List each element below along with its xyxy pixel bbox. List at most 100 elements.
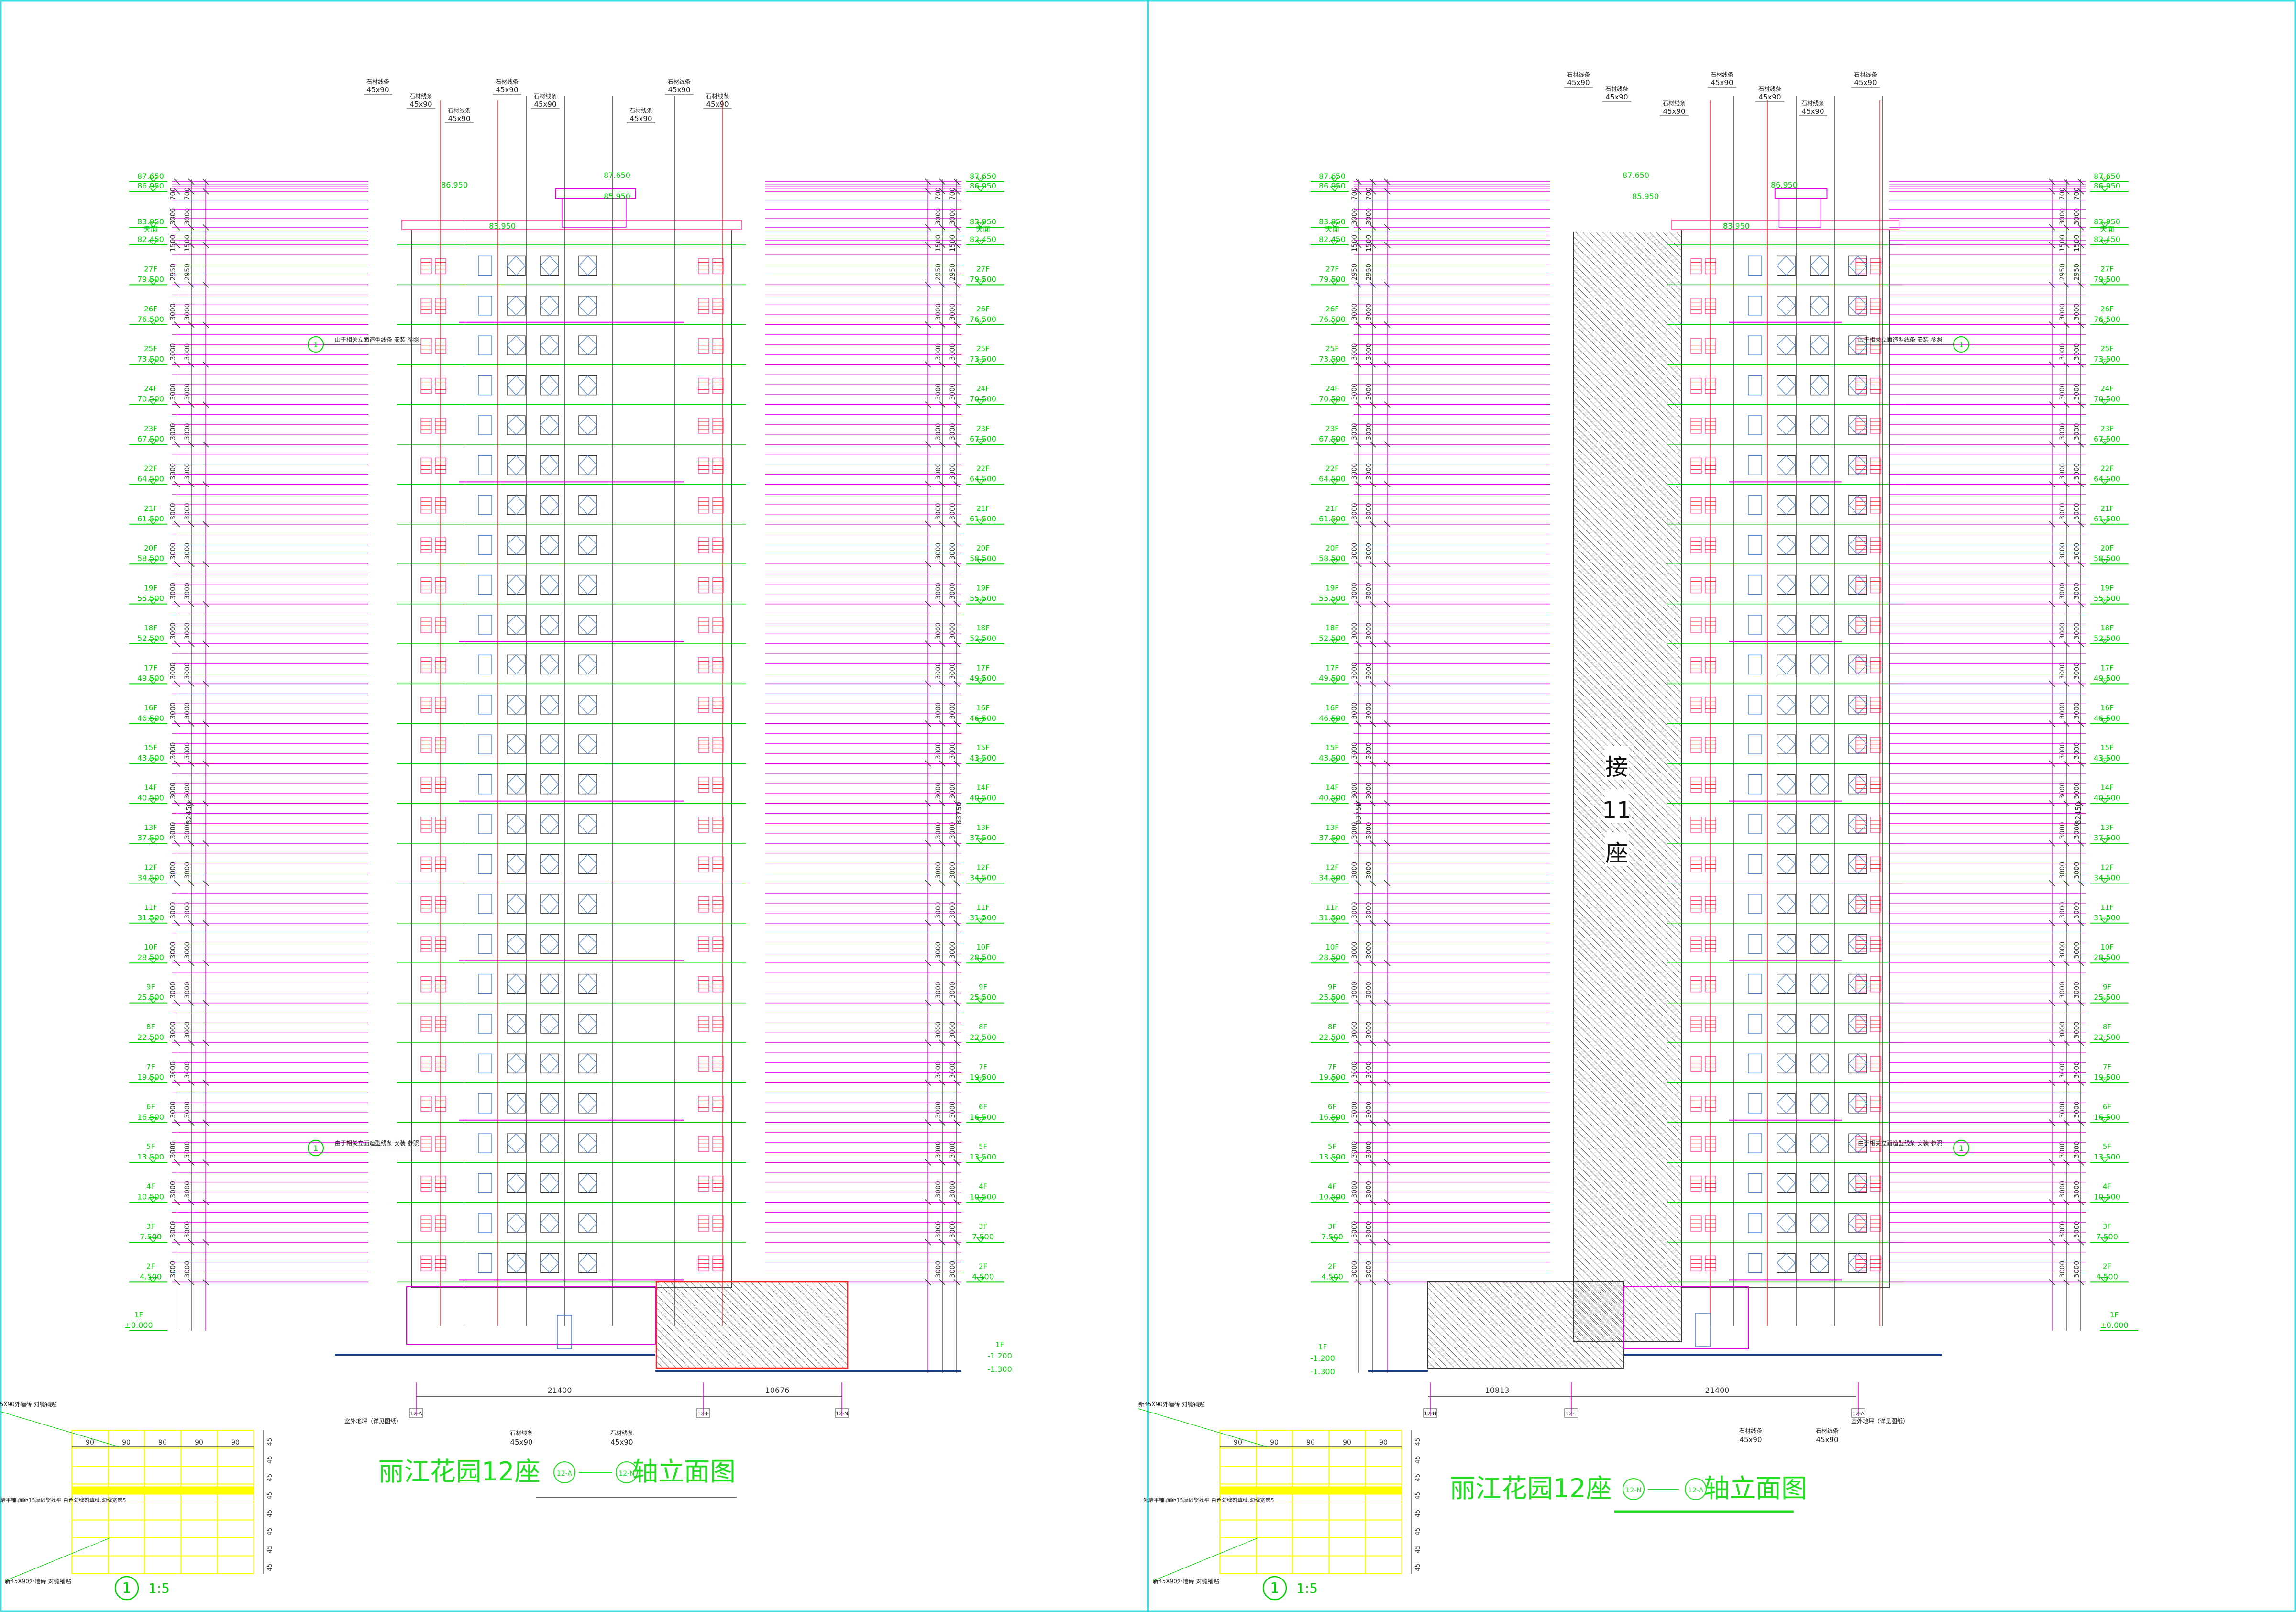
window-pattern bbox=[1848, 814, 1867, 834]
elevation-label: 58.500 bbox=[2094, 554, 2120, 563]
window-pattern bbox=[1777, 774, 1796, 795]
elevation-label: 16.500 bbox=[970, 1113, 996, 1122]
hatch-line bbox=[1427, 1314, 1482, 1369]
dimension-tick bbox=[939, 481, 946, 487]
hatch-line bbox=[1573, 250, 1682, 358]
hatch-line bbox=[1535, 1281, 1623, 1369]
floor-label: 11F bbox=[2100, 903, 2114, 912]
dimension-tick bbox=[925, 521, 931, 528]
hatch-line bbox=[1573, 518, 1682, 626]
dimension-value: 3000 bbox=[169, 303, 177, 320]
elevation-label: 7.500 bbox=[140, 1232, 162, 1241]
dimension-tick bbox=[1384, 601, 1391, 607]
elevation-label: 43.500 bbox=[2094, 753, 2120, 762]
window-pattern bbox=[540, 814, 559, 834]
level-marker-icon bbox=[976, 639, 985, 645]
dimension-value: 3000 bbox=[184, 862, 191, 879]
window bbox=[478, 415, 492, 435]
dimension-tick bbox=[188, 1079, 195, 1086]
hatch-line bbox=[1573, 866, 1682, 974]
dimension-tick bbox=[1384, 441, 1391, 448]
dimension-tick bbox=[1355, 1279, 1362, 1285]
hatch-line bbox=[737, 1281, 824, 1369]
hatch-line bbox=[1573, 645, 1682, 753]
dimension-tick bbox=[2077, 1079, 2084, 1086]
dimension-tick bbox=[1384, 401, 1391, 408]
level-marker-icon bbox=[1330, 177, 1339, 183]
dimension-tick bbox=[953, 800, 960, 807]
elevation-label: 52.500 bbox=[970, 634, 996, 643]
dimension-tick bbox=[939, 1079, 946, 1086]
level-marker-icon bbox=[148, 439, 158, 445]
dimension-tick bbox=[2077, 178, 2084, 185]
window-pattern bbox=[1777, 455, 1796, 475]
floor-label: 13F bbox=[976, 823, 990, 832]
total-height-label: 83750 bbox=[955, 802, 963, 825]
dimension-tick bbox=[174, 178, 180, 185]
elevation-label: 70.500 bbox=[2094, 395, 2120, 404]
dimension-tick bbox=[2049, 401, 2055, 408]
axis-tag-box bbox=[835, 1408, 849, 1418]
stone-callout-size: 45x90 bbox=[448, 114, 470, 123]
dimension-tick bbox=[2049, 1000, 2055, 1006]
elevation-label: 46.500 bbox=[137, 714, 164, 723]
dimension-value: 3000 bbox=[1351, 1221, 1358, 1238]
elevation-label: 64.500 bbox=[137, 474, 164, 483]
level-marker-icon bbox=[1330, 678, 1339, 685]
window bbox=[1748, 535, 1762, 555]
window-pattern bbox=[507, 615, 526, 635]
floor-label: 14F bbox=[144, 784, 157, 792]
dimension-value: 3000 bbox=[169, 503, 177, 520]
window-pattern bbox=[1848, 1093, 1867, 1114]
dimension-tick bbox=[188, 401, 195, 408]
window-pattern bbox=[540, 375, 559, 396]
hatch-line bbox=[1573, 531, 1682, 640]
dimension-value: 3000 bbox=[1351, 1061, 1358, 1079]
dimension-value: 45 bbox=[266, 1491, 274, 1500]
detail-leader bbox=[0, 1411, 120, 1447]
window-pattern bbox=[507, 375, 526, 396]
window-pattern bbox=[1777, 894, 1796, 914]
dimension-value: 3000 bbox=[1365, 742, 1373, 760]
dimension-tick bbox=[202, 601, 209, 607]
dimension-tick bbox=[188, 680, 195, 687]
window-pattern bbox=[1777, 615, 1796, 635]
dimension-value: 3000 bbox=[184, 583, 191, 600]
dimension-tick bbox=[2049, 441, 2055, 448]
hatch-line bbox=[771, 1281, 848, 1359]
level-marker-icon bbox=[148, 479, 158, 485]
elevation-label: 22.500 bbox=[1319, 1033, 1346, 1042]
dimension-value: 1500 bbox=[169, 235, 177, 252]
dimension-tick bbox=[2049, 601, 2055, 607]
window-pattern bbox=[540, 774, 559, 795]
dimension-value: 3000 bbox=[2073, 303, 2081, 320]
dimension-value: 3000 bbox=[935, 383, 942, 400]
hatch-line bbox=[804, 1281, 848, 1325]
dimension-value: 45 bbox=[1414, 1527, 1422, 1535]
dimension-value: 3000 bbox=[184, 1221, 191, 1238]
axis-tag-box bbox=[1564, 1408, 1578, 1418]
hatch-line bbox=[656, 1307, 717, 1369]
window bbox=[1748, 973, 1762, 994]
floor-label: 2F bbox=[1328, 1262, 1336, 1270]
window-pattern bbox=[1777, 1053, 1796, 1074]
level-marker-icon bbox=[1330, 838, 1339, 844]
dimension-value: 3000 bbox=[1365, 942, 1373, 959]
dimension-value: 2950 bbox=[1365, 264, 1373, 281]
dimension-tick bbox=[1369, 321, 1376, 328]
dimension-value: 45 bbox=[266, 1510, 274, 1518]
window-pattern bbox=[507, 1014, 526, 1034]
window-pattern bbox=[540, 335, 559, 356]
stone-callout-label: 石材线条 bbox=[409, 93, 432, 99]
window-pattern bbox=[540, 894, 559, 914]
elevation-label: 58.500 bbox=[1319, 554, 1346, 563]
floor-label: 14F bbox=[976, 784, 990, 792]
dimension-tick bbox=[939, 1039, 946, 1046]
hatch-line bbox=[1575, 232, 1682, 338]
dimension-value: 3000 bbox=[2073, 1101, 2081, 1118]
dimension-tick bbox=[953, 561, 960, 567]
elevation-label: 34.500 bbox=[1319, 873, 1346, 882]
dimension-value: 3000 bbox=[935, 1101, 942, 1118]
elevation-label: 73.500 bbox=[2094, 354, 2120, 364]
dimension-value: 3000 bbox=[2059, 822, 2066, 839]
